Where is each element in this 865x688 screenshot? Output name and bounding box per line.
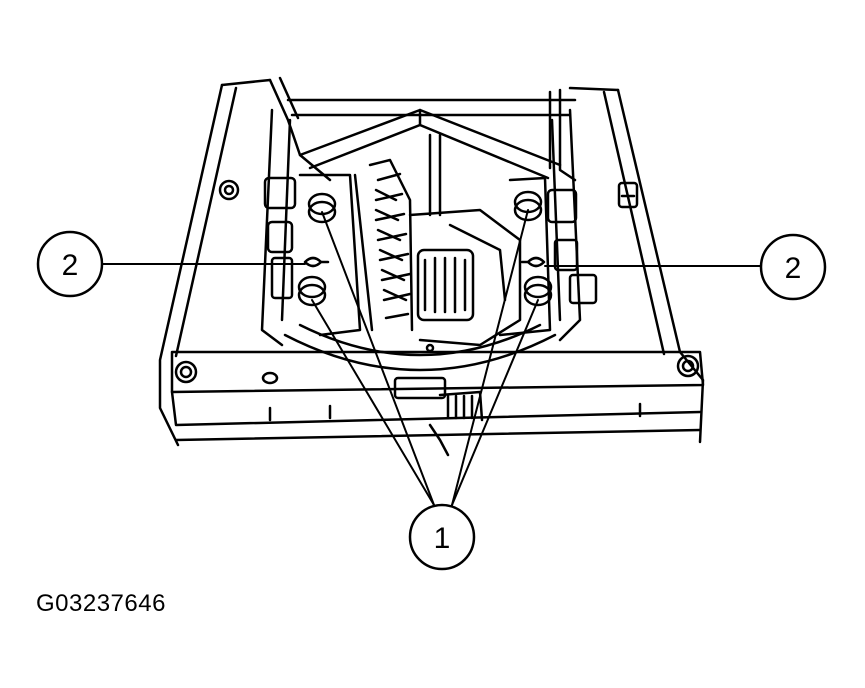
bolt-upper-left — [307, 192, 337, 224]
housing-frame — [158, 78, 705, 447]
callout-2-right-label: 2 — [785, 252, 802, 285]
figure-id: G03237646 — [36, 590, 166, 617]
bolt-upper-right — [513, 190, 543, 222]
pinion-yoke — [393, 376, 484, 457]
alignment-marks — [303, 256, 546, 268]
bolt-lower-left — [297, 275, 327, 307]
bolt-lower-right — [523, 275, 553, 307]
right-side-plate — [498, 108, 598, 342]
callout-2-left-label: 2 — [62, 249, 79, 282]
differential-case — [283, 208, 557, 372]
callout-2-left: 2 — [36, 230, 104, 298]
callout-2-right: 2 — [759, 233, 827, 301]
callout-1-label: 1 — [434, 522, 451, 555]
lower-crossmember — [170, 350, 705, 442]
top-struts — [268, 76, 577, 217]
callout-1: 1 — [408, 503, 476, 571]
ring-gear — [353, 158, 414, 332]
left-side-plate — [260, 108, 362, 347]
leader-lines — [99, 209, 761, 506]
